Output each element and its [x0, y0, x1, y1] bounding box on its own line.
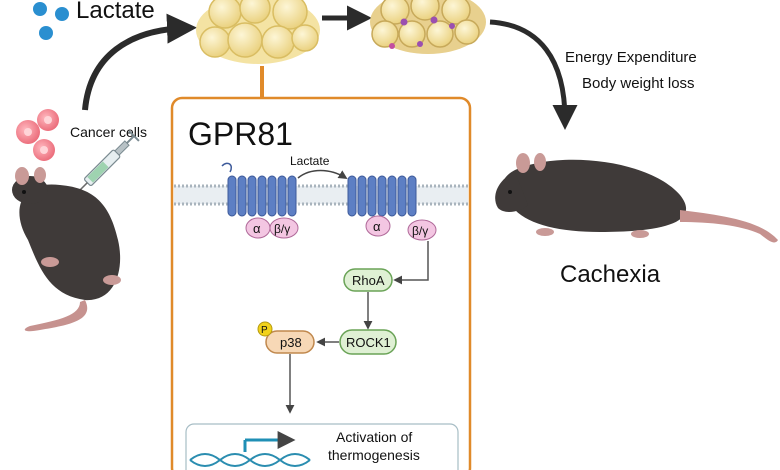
panel-title: GPR81: [188, 116, 293, 152]
p38-label: p38: [280, 335, 302, 350]
p38-node: [265, 330, 315, 354]
curved-arrow-to-adipocytes: [82, 13, 197, 111]
mouse-with-tumor-icon: [12, 167, 121, 332]
dna-icon: [189, 453, 311, 467]
lactate-molecules-icon: [33, 2, 69, 40]
gpr81-receptor-inactive: [221, 162, 297, 217]
cancer-cells-label: Cancer cells: [70, 124, 147, 140]
lactate-binding-arrow: [297, 169, 348, 179]
rhoa-node: [343, 268, 393, 292]
membrane-lactate-label: Lactate: [290, 154, 330, 168]
phosphate-badge: [257, 321, 273, 337]
syringe-icon: [75, 130, 140, 195]
alpha-subunit-2: [365, 215, 391, 237]
cell-membrane: [174, 184, 468, 206]
nucleus-box: [185, 423, 459, 470]
beige-adipocytes-icon: [370, 0, 486, 54]
alpha-subunit-1-label: α: [253, 221, 261, 236]
curved-arrow-to-cachexia: [489, 19, 578, 130]
beta-gamma-subunit-2-label: β/γ: [412, 224, 428, 238]
alpha-subunit-2-label: α: [373, 219, 381, 234]
rock1-node: [339, 329, 397, 355]
cancer-cells-icon: [16, 109, 59, 161]
rhoa-label: RhoA: [352, 273, 385, 288]
arrow-betagamma-to-rhoa: [393, 241, 429, 285]
cachexic-mouse-icon: [495, 153, 778, 243]
beta-gamma-subunit-1-label: β/γ: [274, 222, 290, 236]
cachexia-label: Cachexia: [560, 261, 661, 288]
lactate-label: Lactate: [76, 0, 155, 24]
gpr81-receptor-active: [347, 175, 417, 217]
phosphate-label: P: [261, 325, 268, 336]
activation-label-line1: Activation of: [336, 429, 412, 445]
white-adipocytes-icon: [196, 0, 320, 64]
beta-gamma-subunit-1: [269, 217, 299, 239]
beta-gamma-subunit-2: [407, 219, 437, 241]
rock1-label: ROCK1: [346, 335, 391, 350]
activation-label-line2: thermogenesis: [328, 447, 420, 463]
transcription-arrow-icon: [243, 431, 296, 452]
body-weight-loss-label: Body weight loss: [582, 75, 695, 92]
energy-expenditure-label: Energy Expenditure: [565, 49, 697, 66]
